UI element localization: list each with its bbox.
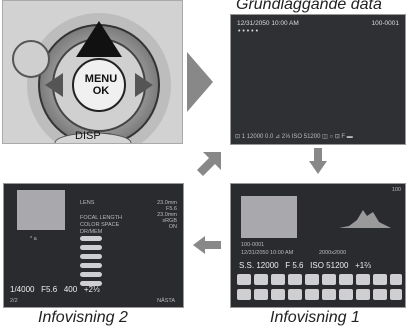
arrow-up-right-icon [197, 152, 221, 176]
info2-screen: * a LENS FOCAL LENGTH COLOR SPACE DR/MEM… [3, 183, 184, 308]
info1-datetime: 12/31/2050 10:00 AM [241, 250, 294, 256]
info2-value-4: ON [168, 224, 177, 230]
basic-data-screen: 12/31/2050 10:00 AM 100-0001 • • • • • ⊡… [230, 14, 406, 145]
basic-datetime: 12/31/2050 10:00 AM [237, 20, 299, 27]
info2-labels: LENS FOCAL LENGTH COLOR SPACE DR/MEM [80, 200, 122, 235]
info1-badge: 100 [391, 187, 401, 193]
info1-resolution: 2000x2000 [319, 250, 347, 256]
basic-dots: • • • • • [238, 28, 259, 35]
menu-ok-button[interactable]: MENU OK [83, 73, 119, 97]
info2-value-1: F5.6 [165, 206, 177, 212]
arrow-right-icon [187, 52, 213, 112]
histogram-icon [339, 210, 391, 228]
caption-info2: Infovisning 2 [38, 309, 128, 326]
info1-screen: 100 100-0001 12/31/2050 10:00 AM 2000x20… [230, 183, 406, 308]
info1-shutter: S.S. 12000 [239, 261, 279, 270]
info2-shutter: 1/4000 [10, 285, 35, 294]
info1-ev: +1⅔ [355, 261, 371, 270]
info2-value-3: sRGB [162, 218, 177, 224]
camera-back-photo: MENU OK DISP [2, 0, 183, 144]
info2-label-2: COLOR SPACE [80, 222, 120, 228]
disp-label: DISP [75, 130, 101, 142]
info2-ev: +2⅓ [83, 285, 100, 294]
info2-marker: * a [30, 236, 37, 242]
info2-aperture: F5.6 [41, 285, 58, 294]
info2-exposure-row: 1/4000 F5.6 400 +2⅓ [10, 285, 100, 294]
info1-exposure-row: S.S. 12000 F 5.6 ISO 51200 +1⅔ [239, 261, 371, 270]
info2-iso: 400 [63, 285, 78, 294]
ok-label: OK [92, 85, 110, 97]
arrow-down-icon [309, 148, 327, 174]
dpad-up-arrow-icon [76, 21, 122, 57]
info2-label-1: FOCAL LENGTH [80, 215, 122, 221]
basic-frame-number: 100-0001 [371, 20, 399, 27]
info2-thumbnail [17, 190, 65, 230]
info1-icon-grid [237, 274, 403, 304]
info1-aperture: F 5.6 [285, 261, 304, 270]
info2-label-0: LENS [80, 200, 95, 206]
info1-iso: ISO 51200 [310, 261, 349, 270]
info2-value-2: 23.0mm [157, 212, 177, 218]
menu-label: MENU [84, 73, 118, 85]
caption-basic: Grundläggande data [236, 0, 382, 13]
info2-right-text: NÄSTA [157, 298, 175, 304]
info1-thumbnail [241, 196, 297, 238]
caption-info1: Infovisning 1 [270, 309, 360, 326]
camera-dial-illustration [3, 1, 182, 143]
info2-label-3: DR/MEM [80, 229, 103, 235]
info2-value-0: 23.0mm [157, 200, 177, 206]
arrow-left-icon [193, 236, 221, 254]
basic-bottom-bar: ⊡ 1 12000 0.0 ⊿ 2⅓ ISO 51200 ◫ ○ ⊡ F ▬ [235, 134, 353, 140]
info2-pill-column [80, 236, 102, 286]
info1-frame: 100-0001 [241, 242, 265, 248]
info2-values: 23.0mm F5.6 23.0mm sRGB ON [157, 200, 177, 230]
info2-page: 2/2 [10, 298, 18, 304]
